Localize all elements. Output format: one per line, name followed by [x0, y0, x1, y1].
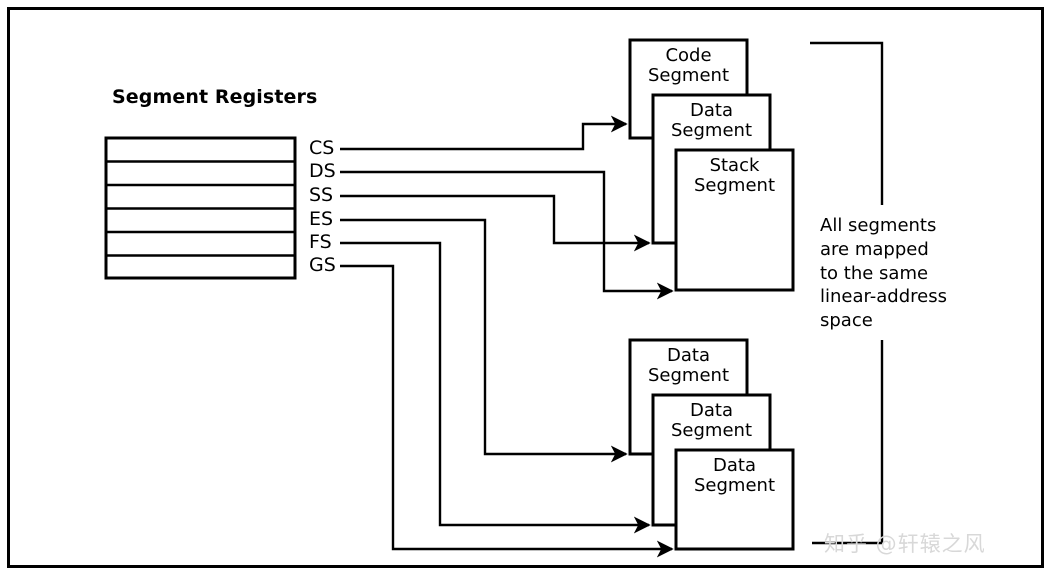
register-label-gs: GS	[309, 254, 336, 276]
linear-address-note: All segments are mapped to the same line…	[820, 214, 947, 333]
segment-box-data-lower-1-label: Data Segment	[630, 345, 747, 387]
register-label-cs: CS	[309, 137, 335, 159]
connector-ds	[340, 170, 674, 300]
linear-address-note-line4: linear-address	[820, 286, 947, 308]
register-label-es: ES	[309, 208, 334, 230]
segment-box-data-lower-1-label-line2: Segment	[648, 365, 729, 387]
segment-box-stack-label: Stack Segment	[676, 155, 793, 197]
segment-box-data-lower-1-label-line1: Data	[667, 345, 710, 366]
linear-address-note-line2: are mapped	[820, 238, 929, 260]
segment-register-file	[104, 136, 297, 280]
register-label-ss: SS	[309, 184, 334, 206]
page-title: Segment Registers	[112, 86, 318, 108]
segment-box-data-upper-label-line2: Segment	[671, 120, 752, 142]
watermark: 知乎 @轩辕之风	[824, 532, 986, 556]
connector-es	[340, 218, 628, 463]
linear-address-note-line5: space	[820, 310, 873, 331]
register-label-ds: DS	[309, 160, 336, 182]
linear-address-bracket	[810, 41, 884, 545]
connector-ss	[340, 194, 651, 252]
segment-box-stack	[674, 148, 795, 292]
linear-address-note-line3: to the same	[820, 262, 929, 284]
segment-box-data-lower-3-label: Data Segment	[676, 455, 793, 497]
segment-box-code-label-line2: Segment	[648, 65, 729, 87]
page-border	[7, 7, 1044, 568]
segment-box-code-label: Code Segment	[630, 45, 747, 87]
segment-box-data-lower-2-label: Data Segment	[653, 400, 770, 442]
segment-box-data-lower-3-label-line1: Data	[713, 455, 756, 476]
segment-box-data-lower-2-label-line1: Data	[690, 400, 733, 421]
register-label-fs: FS	[309, 231, 332, 253]
segment-box-stack-label-line1: Stack	[709, 155, 760, 176]
segment-box-data-lower-2-label-line2: Segment	[671, 420, 752, 442]
segment-box-data-upper-label: Data Segment	[653, 100, 770, 142]
segment-box-stack-label-line2: Segment	[694, 175, 775, 197]
connector-fs	[340, 241, 651, 534]
connector-cs	[340, 115, 628, 151]
segment-box-data-upper-label-line1: Data	[690, 100, 733, 121]
segment-box-code-label-line1: Code	[665, 45, 712, 66]
linear-address-note-line1: All segments	[820, 215, 937, 236]
connector-gs	[340, 264, 674, 558]
segment-box-data-lower-3-label-line2: Segment	[694, 475, 775, 497]
segment-box-data-lower-3	[674, 448, 795, 551]
